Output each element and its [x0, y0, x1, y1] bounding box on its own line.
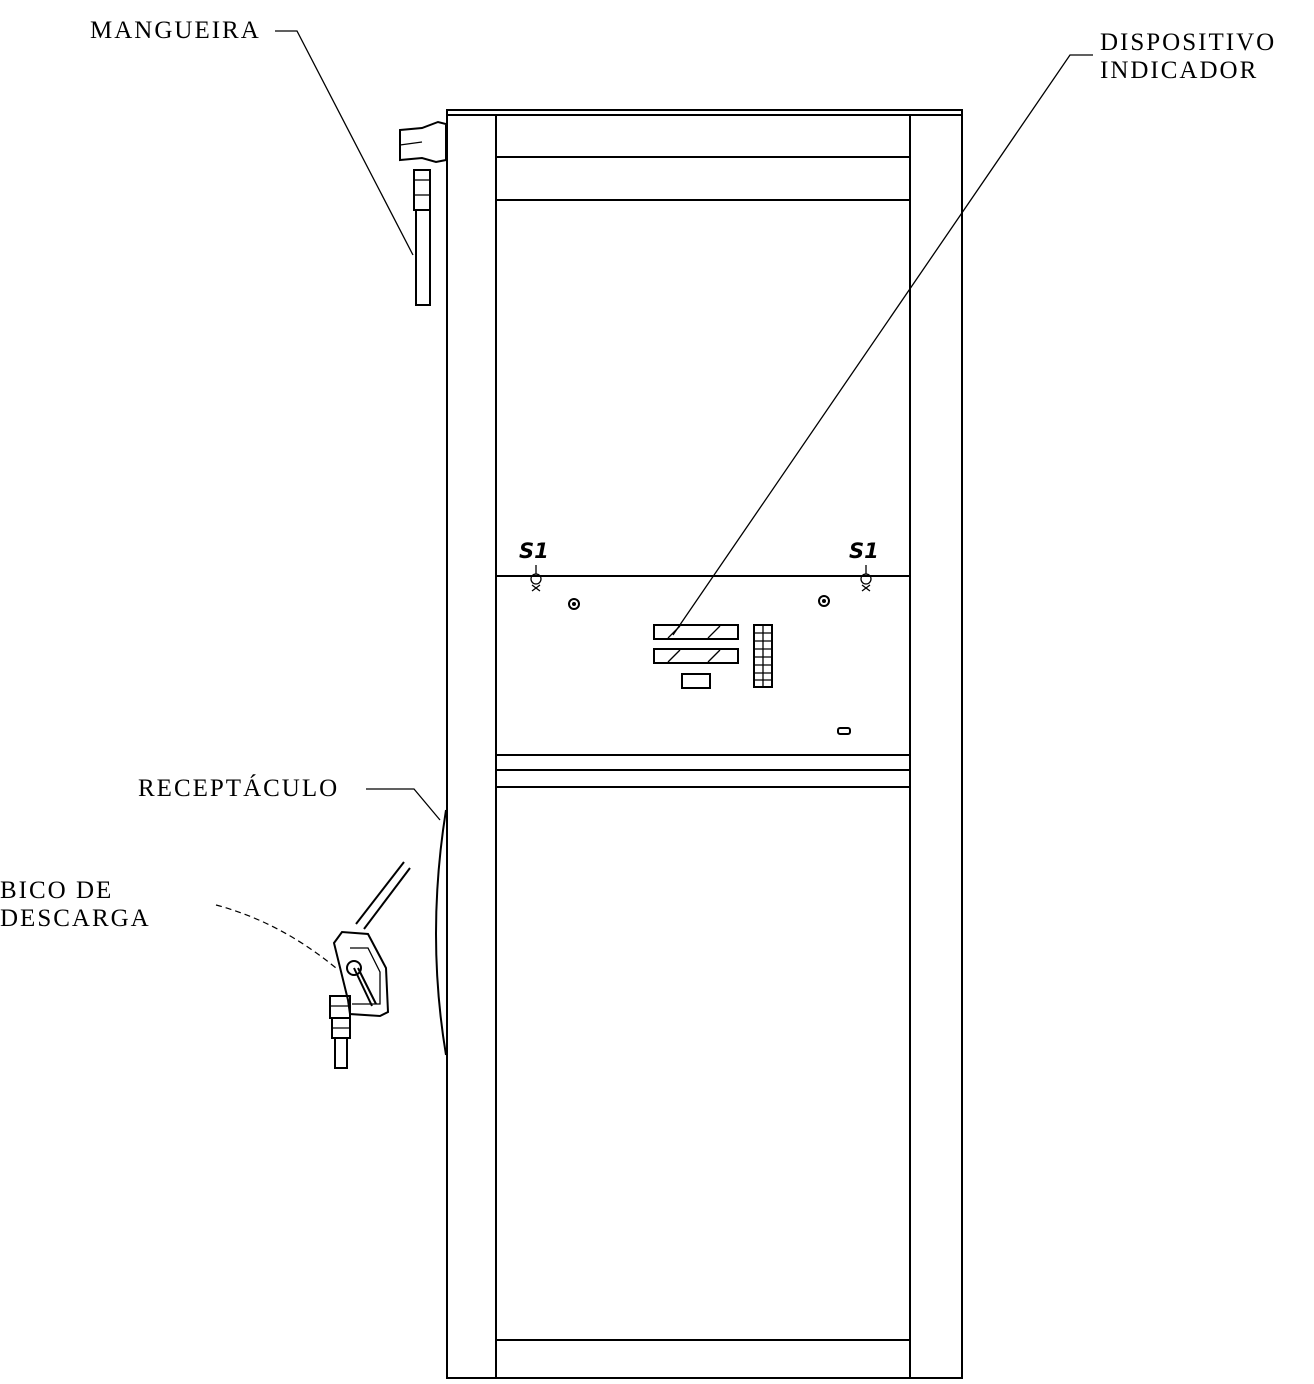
indicator-display [653, 624, 739, 689]
discharge-nozzle [329, 861, 411, 1069]
display-panel [530, 565, 872, 735]
leader-lines [215, 30, 1093, 969]
seal-right [860, 565, 872, 592]
label-dispositivo-line2: INDICADOR [1100, 57, 1259, 84]
seal-label-left: S1 [519, 539, 549, 563]
hose-fitting [399, 120, 447, 306]
dispenser-cabinet [446, 109, 963, 1379]
receptacle [435, 809, 447, 1056]
label-dispositivo-line1: DISPOSITIVO [1100, 29, 1277, 56]
seal-label-right: S1 [849, 539, 879, 563]
label-receptaculo: RECEPTÁCULO [138, 775, 340, 802]
keypad [753, 624, 773, 688]
label-bico-line2: DESCARGA [0, 905, 151, 932]
label-mangueira: MANGUEIRA [90, 17, 261, 44]
seal-left [530, 565, 542, 592]
label-bico-line1: BICO DE [0, 877, 114, 904]
